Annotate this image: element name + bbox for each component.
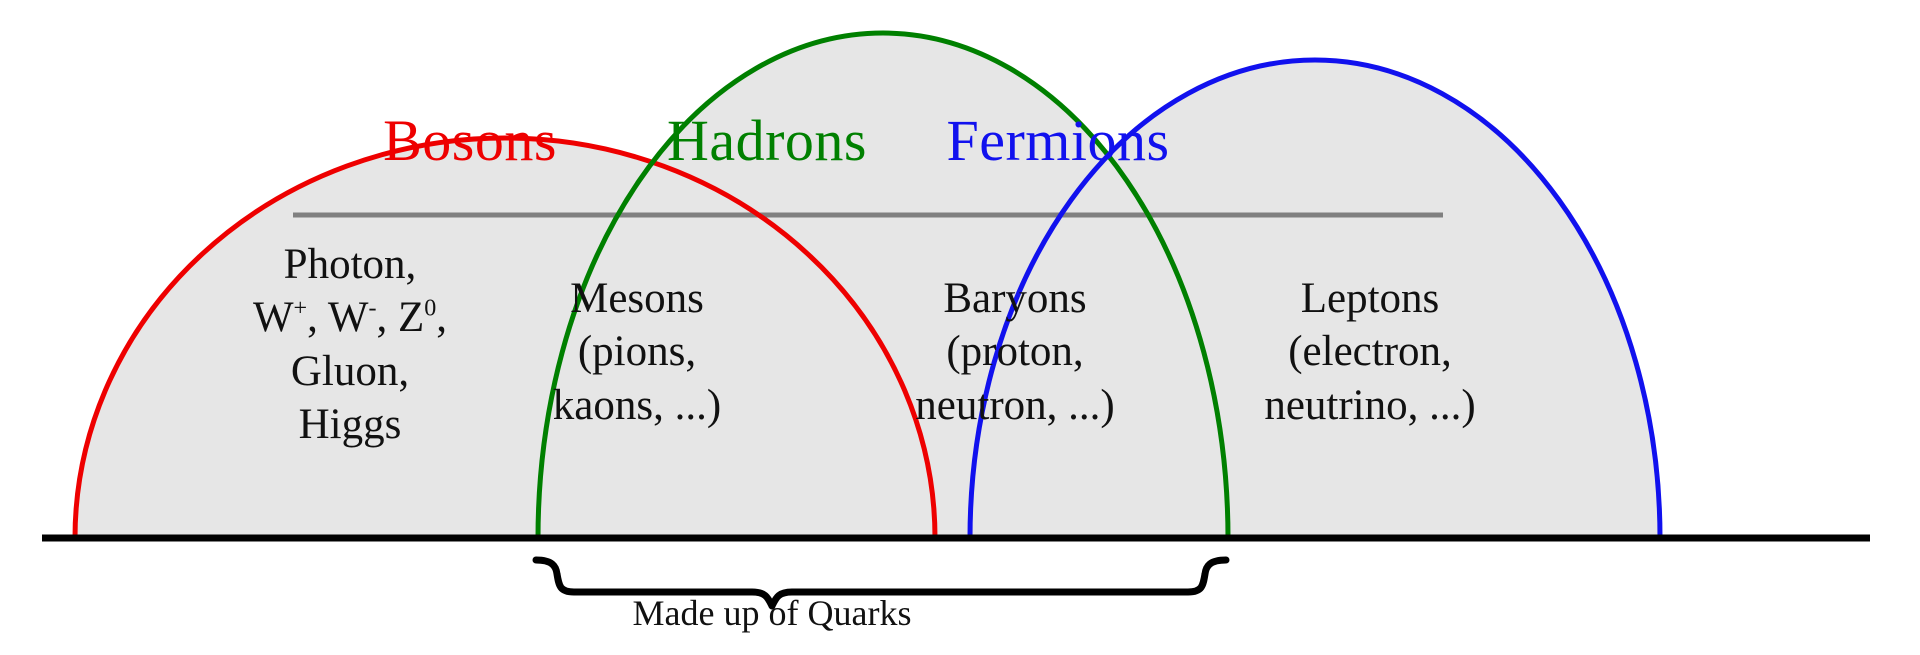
bosons-arc: [72, 135, 938, 539]
fermions-arc: [967, 57, 1663, 539]
quark-brace: [532, 556, 1230, 610]
shaded-region: [75, 33, 1660, 538]
hadrons-arc: [535, 30, 1231, 539]
